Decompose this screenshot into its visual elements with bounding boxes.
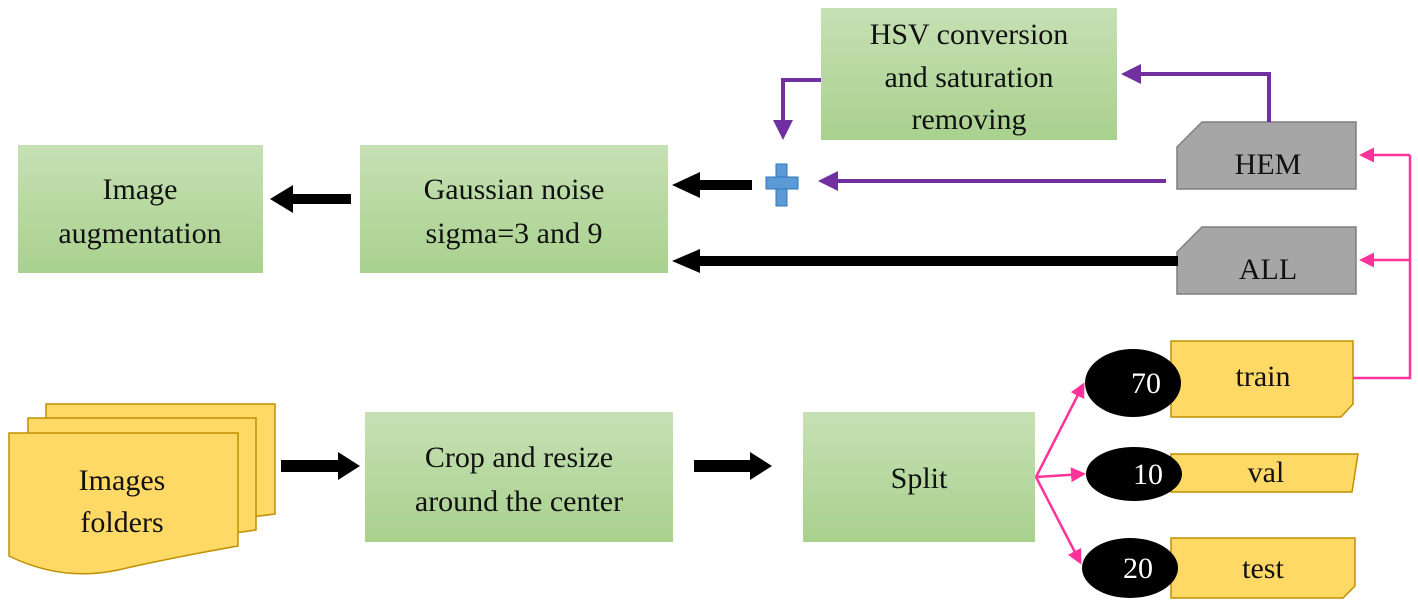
arrow-hsv-to-plus: [773, 78, 821, 140]
hsv-label-line-1: HSV conversion: [870, 18, 1069, 51]
gaussian-label-line-1: Gaussian noise: [424, 173, 605, 206]
crop-label-line-1: Crop and resize: [425, 441, 613, 474]
augmentation-label-line-1: Image: [103, 173, 178, 206]
train-label: train: [1236, 360, 1291, 393]
gaussian-label-line-2: sigma=3 and 9: [426, 217, 603, 250]
test-label: test: [1242, 552, 1284, 585]
train-ratio-badge: [1085, 349, 1181, 417]
images-folders-label-line-2: folders: [80, 506, 163, 539]
train-ratio-text: 70: [1131, 367, 1161, 400]
test-output: 20 test: [1082, 537, 1356, 599]
all-label: ALL: [1239, 253, 1297, 286]
arrows-split-to-outputs: [1034, 382, 1086, 565]
arrow-gaussian-to-augmentation: [270, 185, 351, 213]
arrow-crop-to-split: [694, 452, 772, 480]
hem-box: HEM: [1176, 121, 1357, 190]
val-output: 10 val: [1086, 447, 1359, 501]
test-ratio-text: 20: [1123, 552, 1153, 585]
image-augmentation-box: Image augmentation: [18, 145, 263, 273]
augmentation-label-line-2: augmentation: [58, 217, 221, 250]
val-label: val: [1248, 456, 1285, 489]
hsv-label-line-3: removing: [912, 103, 1027, 136]
arrow-hem-to-hsv: [1121, 64, 1271, 122]
train-output: 70 train: [1085, 340, 1354, 418]
test-ratio-badge: [1082, 538, 1178, 598]
crop-resize-box: Crop and resize around the center: [365, 412, 673, 542]
gaussian-noise-box: Gaussian noise sigma=3 and 9: [360, 145, 668, 273]
arrow-train-to-hem-all: [1353, 147, 1412, 380]
all-box: ALL: [1176, 226, 1357, 295]
hsv-label-line-2: and saturation: [884, 61, 1053, 94]
val-ratio-badge: [1086, 447, 1182, 501]
plus-icon: [765, 163, 799, 207]
split-label: Split: [891, 462, 948, 495]
crop-label-line-2: around the center: [415, 485, 623, 518]
arrow-folders-to-crop: [281, 452, 360, 480]
split-box: Split: [803, 412, 1035, 542]
images-folders-stack: Images folders: [8, 403, 276, 575]
hsv-box: HSV conversion and saturation removing: [821, 8, 1117, 140]
images-folders-label-line-1: Images: [79, 464, 166, 497]
arrow-all-to-gaussian: [672, 249, 1178, 273]
hem-label: HEM: [1235, 148, 1302, 181]
arrow-plus-to-gaussian: [672, 172, 752, 198]
val-ratio-text: 10: [1133, 458, 1163, 491]
